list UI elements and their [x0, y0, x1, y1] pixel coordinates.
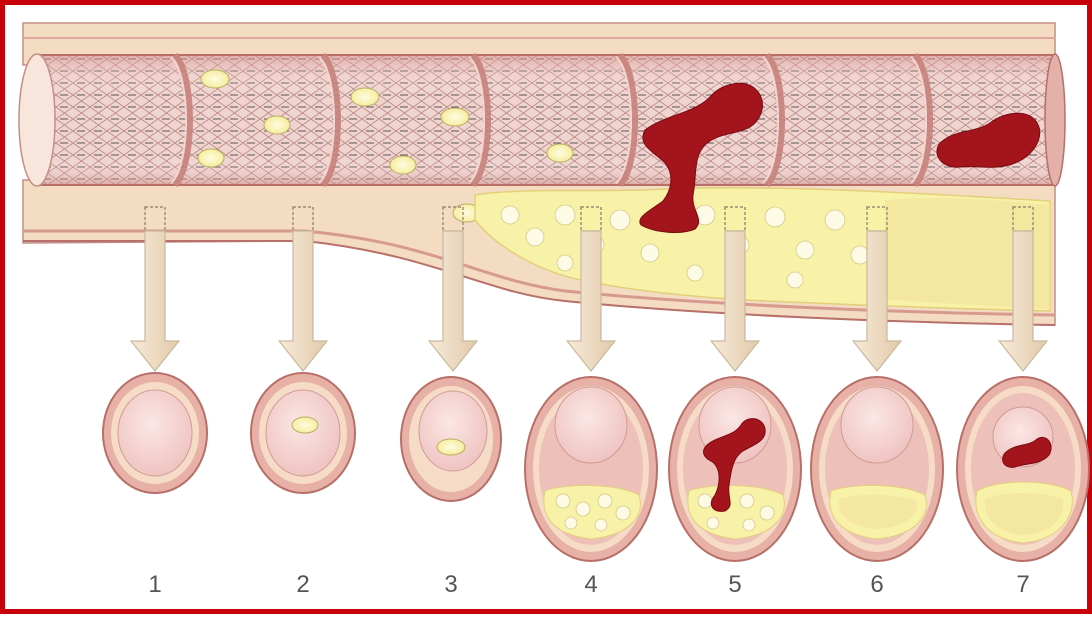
cross-section-1 [103, 373, 207, 493]
cross-section-4 [525, 377, 657, 561]
stage-label-4: 4 [571, 571, 611, 599]
stage-label-7: 7 [1003, 571, 1043, 599]
atherosclerosis-progression-diagram [5, 5, 1092, 619]
cross-section-5 [669, 377, 801, 561]
longitudinal-vessel [19, 23, 1065, 325]
stage-label-6: 6 [857, 571, 897, 599]
stage-label-1: 1 [135, 571, 175, 599]
cross-section-3 [401, 377, 501, 501]
vessel-opening [19, 54, 55, 186]
cross-sections [103, 373, 1089, 561]
stage-label-2: 2 [283, 571, 323, 599]
stage-label-5: 5 [715, 571, 755, 599]
cross-section-2 [251, 373, 355, 493]
cross-section-7 [957, 377, 1089, 561]
stage-label-3: 3 [431, 571, 471, 599]
cross-section-6 [811, 377, 943, 561]
